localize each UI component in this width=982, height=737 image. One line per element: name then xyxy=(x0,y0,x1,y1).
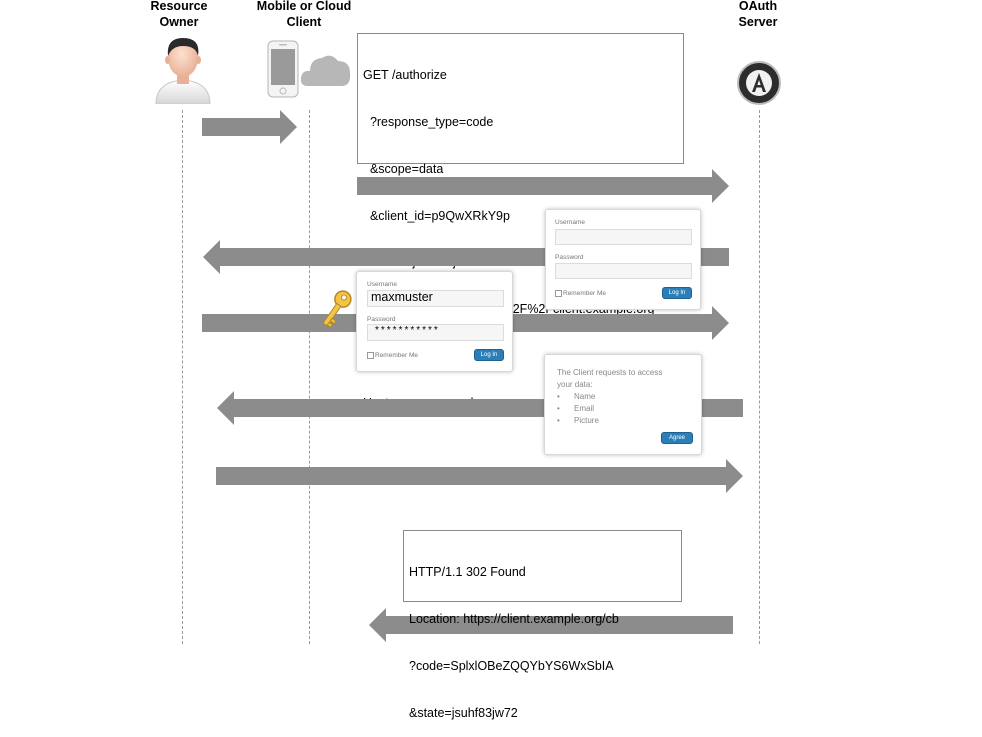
login-form-filled: Username maxmuster Password *********** … xyxy=(356,271,513,372)
arrow-right-6 xyxy=(216,459,743,493)
consent-item: Picture xyxy=(574,416,599,425)
consent-item: Name xyxy=(574,392,596,401)
password-field[interactable]: *********** xyxy=(367,324,504,341)
response-location: Location: https://client.example.org/cb xyxy=(409,611,619,626)
response-code: ?code=SplxlOBeZQQYbYS6WxSbIA xyxy=(409,658,614,673)
bullet: • xyxy=(557,416,560,425)
cloud-icon xyxy=(300,55,351,86)
smartphone-icon xyxy=(267,40,299,98)
key-icon xyxy=(322,290,352,328)
password-field[interactable] xyxy=(555,263,692,279)
agree-button[interactable]: Agree xyxy=(661,432,693,444)
username-label: Username xyxy=(555,219,585,226)
username-label: Username xyxy=(367,281,397,288)
username-field[interactable] xyxy=(555,229,692,245)
consent-text: The Client requests to access xyxy=(557,368,663,377)
request-param: &client_id=p9QwXRkY9p xyxy=(363,208,510,223)
client-label: Mobile or Cloud Client xyxy=(256,0,352,29)
person-icon xyxy=(155,38,211,104)
resource-owner-label: Resource Owner xyxy=(150,0,208,29)
arrow-right-2 xyxy=(357,169,729,203)
response-status: HTTP/1.1 302 Found xyxy=(409,565,526,580)
request-param: &scope=data xyxy=(363,161,444,176)
client-lifeline xyxy=(309,110,310,644)
bullet: • xyxy=(557,404,560,413)
password-value: *********** xyxy=(375,325,440,336)
arrow-right-1 xyxy=(202,110,297,144)
redirect-response-box: HTTP/1.1 302 Found Location: https://cli… xyxy=(403,530,682,720)
password-label: Password xyxy=(367,316,396,323)
login-form-empty: Username Password Remember Me Log In xyxy=(545,209,701,310)
response-state: &state=jsuhf83jw72 xyxy=(409,705,518,720)
remember-me-label: Remember Me xyxy=(563,290,606,297)
resource-owner-lifeline xyxy=(182,110,183,644)
consent-item: Email xyxy=(574,404,595,413)
remember-me-label: Remember Me xyxy=(375,352,418,359)
oauth-server-label: OAuth Server xyxy=(738,0,778,29)
server-lifeline xyxy=(759,110,760,644)
consent-form: The Client requests to access your data:… xyxy=(544,354,702,455)
request-line: GET /authorize xyxy=(363,68,447,83)
login-button[interactable]: Log In xyxy=(662,287,692,299)
request-param: ?response_type=code xyxy=(363,114,494,129)
login-button[interactable]: Log In xyxy=(474,349,504,361)
remember-me-checkbox[interactable] xyxy=(367,352,374,359)
remember-me-checkbox[interactable] xyxy=(555,290,562,297)
bullet: • xyxy=(557,392,560,401)
consent-text: your data: xyxy=(557,380,593,389)
username-value: maxmuster xyxy=(371,290,433,304)
arrow-left-7 xyxy=(369,608,733,642)
username-field[interactable]: maxmuster xyxy=(367,290,504,307)
oauth-logo-icon xyxy=(737,61,781,105)
password-label: Password xyxy=(555,254,584,261)
